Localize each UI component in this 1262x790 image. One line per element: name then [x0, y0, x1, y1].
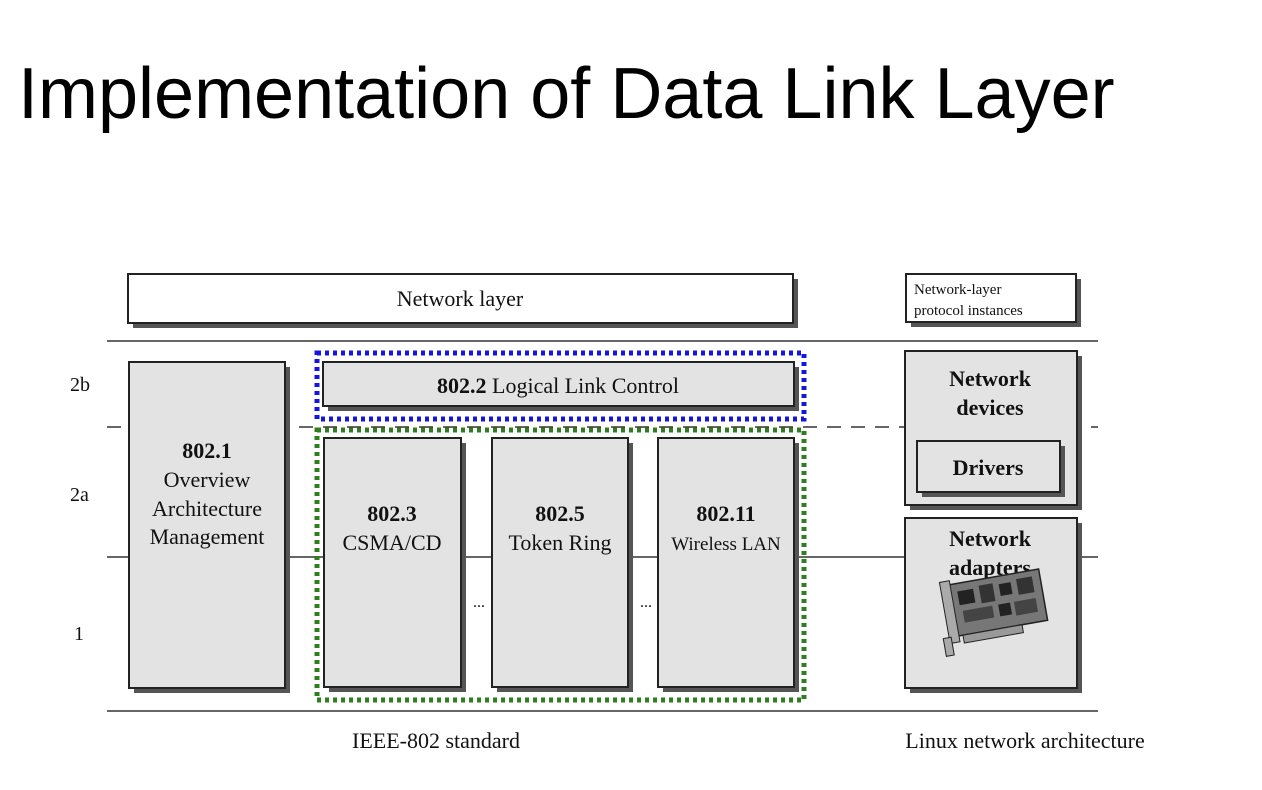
mac-802-11-text: Wireless LAN: [671, 534, 781, 555]
llc-802-2-box: 802.2 Logical Link Control: [322, 361, 799, 411]
caption-linux-architecture: Linux network architecture: [905, 728, 1144, 753]
network-card-icon: [938, 568, 1049, 657]
protocol-instances-line1: Network-layer: [914, 282, 1001, 298]
overview-line2: Architecture: [152, 496, 262, 521]
mac-802-11-box: 802.11 Wireless LAN: [657, 437, 799, 692]
network-layer-label: Network layer: [397, 286, 524, 311]
drivers-label: Drivers: [953, 455, 1024, 480]
protocol-instances-line2: protocol instances: [914, 303, 1023, 319]
caption-ieee-802: IEEE-802 standard: [352, 728, 520, 753]
mac-802-3-text: CSMA/CD: [342, 530, 441, 555]
network-adapters-line1: Network: [949, 526, 1032, 551]
level-label-2a: 2a: [70, 484, 89, 506]
mac-802-3-box: 802.3 CSMA/CD: [323, 437, 466, 692]
mac-802-5-number: 802.5: [535, 501, 585, 526]
ellipsis-2: ...: [640, 594, 652, 611]
overview-number: 802.1: [182, 438, 232, 463]
drivers-box: Drivers: [916, 440, 1065, 497]
overview-line1: Overview: [164, 467, 251, 492]
ellipsis-1: ...: [473, 594, 485, 611]
llc-label: 802.2 Logical Link Control: [437, 373, 679, 398]
mac-802-5-box: 802.5 Token Ring: [491, 437, 633, 692]
protocol-instances-box: Network-layer protocol instances: [905, 273, 1081, 327]
page-title: Implementation of Data Link Layer: [18, 54, 1115, 134]
mac-highlight-frame: [314, 427, 807, 703]
network-layer-box: Network layer: [127, 273, 798, 328]
llc-text: Logical Link Control: [487, 373, 679, 398]
overview-line3: Management: [150, 524, 265, 549]
network-devices-line1: Network: [949, 366, 1032, 391]
level-label-2b: 2b: [70, 374, 90, 396]
mac-802-11-number: 802.11: [696, 501, 755, 526]
overview-802-1-box: 802.1 Overview Architecture Management: [128, 361, 290, 693]
mac-802-3-number: 802.3: [367, 501, 417, 526]
mac-802-5-text: Token Ring: [509, 530, 612, 555]
level-label-1: 1: [74, 623, 84, 645]
llc-highlight-frame: [314, 350, 807, 422]
network-devices-line2: devices: [956, 395, 1024, 420]
llc-number: 802.2: [437, 373, 487, 398]
